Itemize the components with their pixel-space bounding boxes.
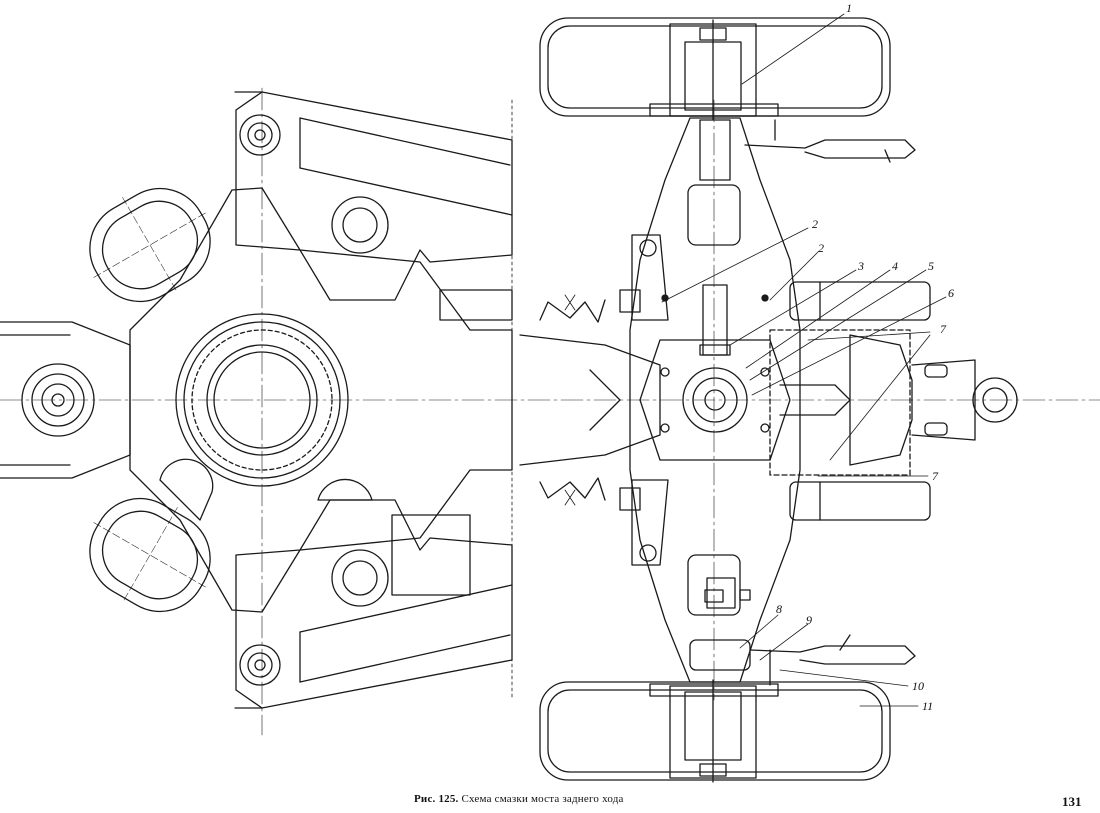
callout-7-lower: 7 [932, 469, 939, 483]
callout-9: 9 [806, 613, 812, 627]
callout-labels: 1 2 2 3 4 5 6 7 7 8 9 10 11 [776, 1, 954, 713]
callout-8: 8 [776, 602, 782, 616]
callout-11: 11 [922, 699, 933, 713]
drive-shaft [511, 99, 661, 701]
figure-caption: Рис. 125. Схема смазки моста заднего ход… [414, 793, 624, 805]
upper-wheel [539, 17, 891, 121]
callout-1: 1 [846, 1, 852, 15]
axle-body [619, 99, 1018, 701]
page-number: 131 [1062, 794, 1082, 809]
lower-wheel [539, 679, 891, 783]
callout-10: 10 [912, 679, 924, 693]
callout-3: 3 [857, 259, 864, 273]
callout-6: 6 [948, 286, 954, 300]
callout-2-lower: 2 [818, 241, 824, 255]
callout-4: 4 [892, 259, 898, 273]
frame-plan-view [0, 87, 1100, 736]
callout-2-upper: 2 [812, 217, 818, 231]
caption-lead: Рис. 125. [414, 793, 459, 805]
leader-lines [661, 13, 947, 707]
callout-5: 5 [928, 259, 934, 273]
caption-text: Схема смазки моста заднего хода [461, 793, 624, 805]
callout-7-upper: 7 [940, 322, 947, 336]
